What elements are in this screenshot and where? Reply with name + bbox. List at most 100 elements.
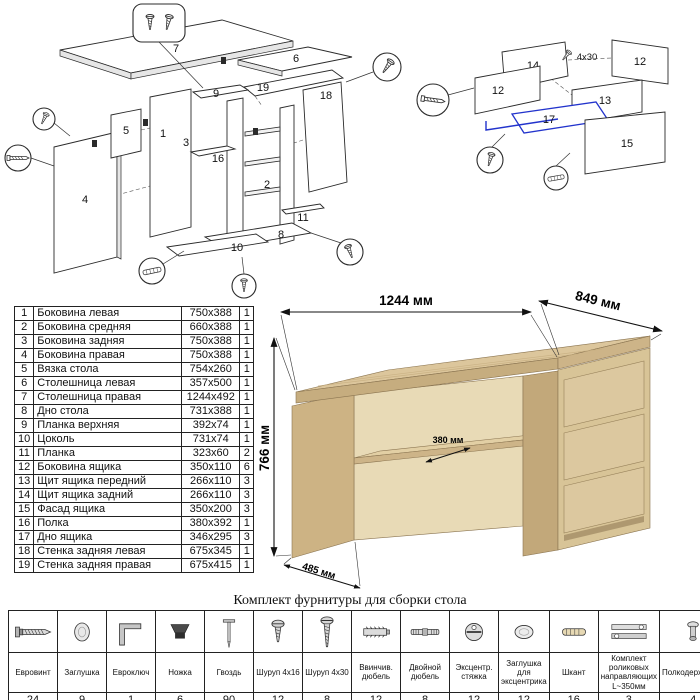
part-number-cell: 12 bbox=[13, 460, 35, 475]
wood-grain-line bbox=[317, 353, 579, 387]
plinth-shadow bbox=[564, 516, 644, 541]
desk-carcass: 1 3 9 16 bbox=[149, 84, 295, 245]
hardware-quantity-cell: 16 bbox=[548, 691, 599, 700]
part-label-17: 17 bbox=[543, 114, 555, 126]
hardware-quantity-cell: 12 bbox=[351, 691, 401, 700]
part-quantity-cell: 1 bbox=[239, 418, 255, 433]
part-number-cell: 5 bbox=[13, 362, 35, 377]
drawer-bottom-groove bbox=[485, 118, 559, 131]
drawer-slides: 2 bbox=[244, 126, 281, 197]
part-number-cell: 19 bbox=[13, 558, 35, 573]
hardware-name-cell: Ввинчив. дюбель bbox=[351, 652, 401, 693]
part-quantity-cell: 3 bbox=[239, 488, 255, 503]
part-quantity-cell: 2 bbox=[239, 446, 255, 461]
hardware-quantity-cell: 1 bbox=[106, 691, 156, 700]
hardware-quantity-cell: 12 bbox=[253, 691, 303, 700]
hardware-name-cell: Шуруп 4х16 bbox=[253, 652, 303, 693]
left-side-panel bbox=[291, 391, 355, 559]
part-number-cell: 18 bbox=[13, 544, 35, 559]
hardware-name-cell: Заглушка bbox=[57, 652, 107, 693]
tabletop-right-edge bbox=[557, 335, 651, 370]
table-row: 3 Боковина задняя 750x388 1 bbox=[13, 334, 255, 349]
dimension-shelf: 380 мм bbox=[425, 435, 471, 463]
exploded-diagrams: 7 6 19 18 4 bbox=[4, 3, 669, 299]
hardware-name-cell: Двойной дюбель bbox=[400, 652, 450, 693]
part-size-cell: 750x388 bbox=[181, 334, 241, 349]
part-size-cell: 731x388 bbox=[181, 404, 241, 419]
part-size-cell: 754x260 bbox=[181, 362, 241, 377]
hardware-callout bbox=[310, 232, 364, 266]
table-row: 8 Дно стола 731x388 1 bbox=[13, 404, 255, 419]
part-name-cell: Фасад ящика bbox=[33, 502, 183, 517]
part-15-panel: 15 bbox=[584, 111, 666, 175]
table-row: 11 Планка 323x60 2 bbox=[13, 446, 255, 461]
table-row: 4 Боковина правая 750x388 1 bbox=[13, 348, 255, 363]
part-name-cell: Цоколь bbox=[33, 432, 183, 447]
table-row: 16 Полка 380x392 1 bbox=[13, 516, 255, 531]
parts-list-body: 1 Боковина левая 750x388 1 2 Боковина ср… bbox=[13, 306, 255, 573]
part-name-cell: Планка bbox=[33, 446, 183, 461]
part-size-cell: 346x295 bbox=[181, 530, 241, 545]
hardware-icon bbox=[109, 614, 153, 650]
part-name-cell: Боковина ящика bbox=[33, 460, 183, 475]
table-row: 15 Фасад ящика 350x200 3 bbox=[13, 502, 255, 517]
hardware-callout bbox=[4, 144, 55, 172]
hardware-icon bbox=[305, 614, 349, 650]
part-quantity-cell: 3 bbox=[239, 474, 255, 489]
part-size-cell: 660x388 bbox=[181, 320, 241, 335]
part-size-cell: 392x74 bbox=[181, 418, 241, 433]
part-size-cell: 675x415 bbox=[181, 558, 241, 573]
part-6-panel: 6 bbox=[237, 46, 353, 77]
hardware-icon-cell bbox=[106, 610, 156, 653]
dimension-height: 766 мм bbox=[258, 337, 296, 557]
hardware-name-cell: Полкодержатель bbox=[658, 652, 700, 693]
part-name-cell: Столешница левая bbox=[33, 376, 183, 391]
part-number-cell: 4 bbox=[13, 348, 35, 363]
fastener-markers bbox=[92, 57, 258, 147]
hardware-kit-title: Комплект фурнитуры для сборки стола bbox=[233, 593, 467, 608]
hardware-quantity-cell: 3 bbox=[597, 691, 660, 700]
part-number-cell: 2 bbox=[13, 320, 35, 335]
parts-list-table: 1 Боковина левая 750x388 1 2 Боковина ср… bbox=[13, 306, 255, 573]
part-number-cell: 17 bbox=[13, 530, 35, 545]
hardware-icon bbox=[256, 614, 300, 650]
part-name-cell: Боковина задняя bbox=[33, 334, 183, 349]
hardware-callout-box bbox=[132, 3, 204, 89]
part-number-cell: 8 bbox=[13, 404, 35, 419]
part-label-10: 10 bbox=[231, 242, 243, 254]
part-quantity-cell: 1 bbox=[239, 320, 255, 335]
dim-depth-label: 849 мм bbox=[574, 288, 622, 313]
part-label-19: 19 bbox=[257, 82, 269, 94]
part-number-cell: 15 bbox=[13, 502, 35, 517]
drawer-front-3 bbox=[563, 466, 645, 534]
part-number-cell: 11 bbox=[13, 446, 35, 461]
part-number-cell: 14 bbox=[13, 488, 35, 503]
hardware-icon-cell bbox=[597, 610, 660, 653]
hardware-quantity-cell: 12 bbox=[498, 691, 550, 700]
desk-body bbox=[291, 335, 651, 559]
hardware-callout bbox=[138, 250, 185, 285]
table-row: 12 Боковина ящика 350x110 6 bbox=[13, 460, 255, 475]
part-17-panel: 17 bbox=[485, 101, 610, 134]
hardware-quantity-cell: 6 bbox=[155, 691, 205, 700]
dim-leg-label: 485 мм bbox=[301, 561, 337, 582]
hardware-icon bbox=[552, 614, 596, 650]
screw-note-label: 4х30 bbox=[577, 52, 598, 63]
hardware-callout bbox=[416, 83, 475, 117]
hardware-callout bbox=[345, 52, 402, 83]
part-number-cell: 10 bbox=[13, 432, 35, 447]
hardware-icon-cell bbox=[548, 610, 599, 653]
hardware-name-cell: Евроключ bbox=[106, 652, 156, 693]
part-12-panel-left: 12 bbox=[474, 65, 541, 115]
hardware-kit-table: Евровинт Заглушка Евроключ Ножка Гвоздь … bbox=[8, 610, 700, 700]
hardware-icon-cell bbox=[400, 610, 450, 653]
part-10-panel: 10 bbox=[165, 233, 270, 257]
part-number-cell: 1 bbox=[13, 306, 35, 321]
hardware-icon-cell bbox=[302, 610, 352, 653]
part-label-3: 3 bbox=[183, 137, 189, 149]
part-size-cell: 266x110 bbox=[181, 488, 241, 503]
part-number-cell: 6 bbox=[13, 376, 35, 391]
part-name-cell: Планка верхняя bbox=[33, 418, 183, 433]
part-quantity-cell: 6 bbox=[239, 460, 255, 475]
drawer-exploded-diagram: 14 12 12 13 17 15 bbox=[416, 39, 669, 191]
